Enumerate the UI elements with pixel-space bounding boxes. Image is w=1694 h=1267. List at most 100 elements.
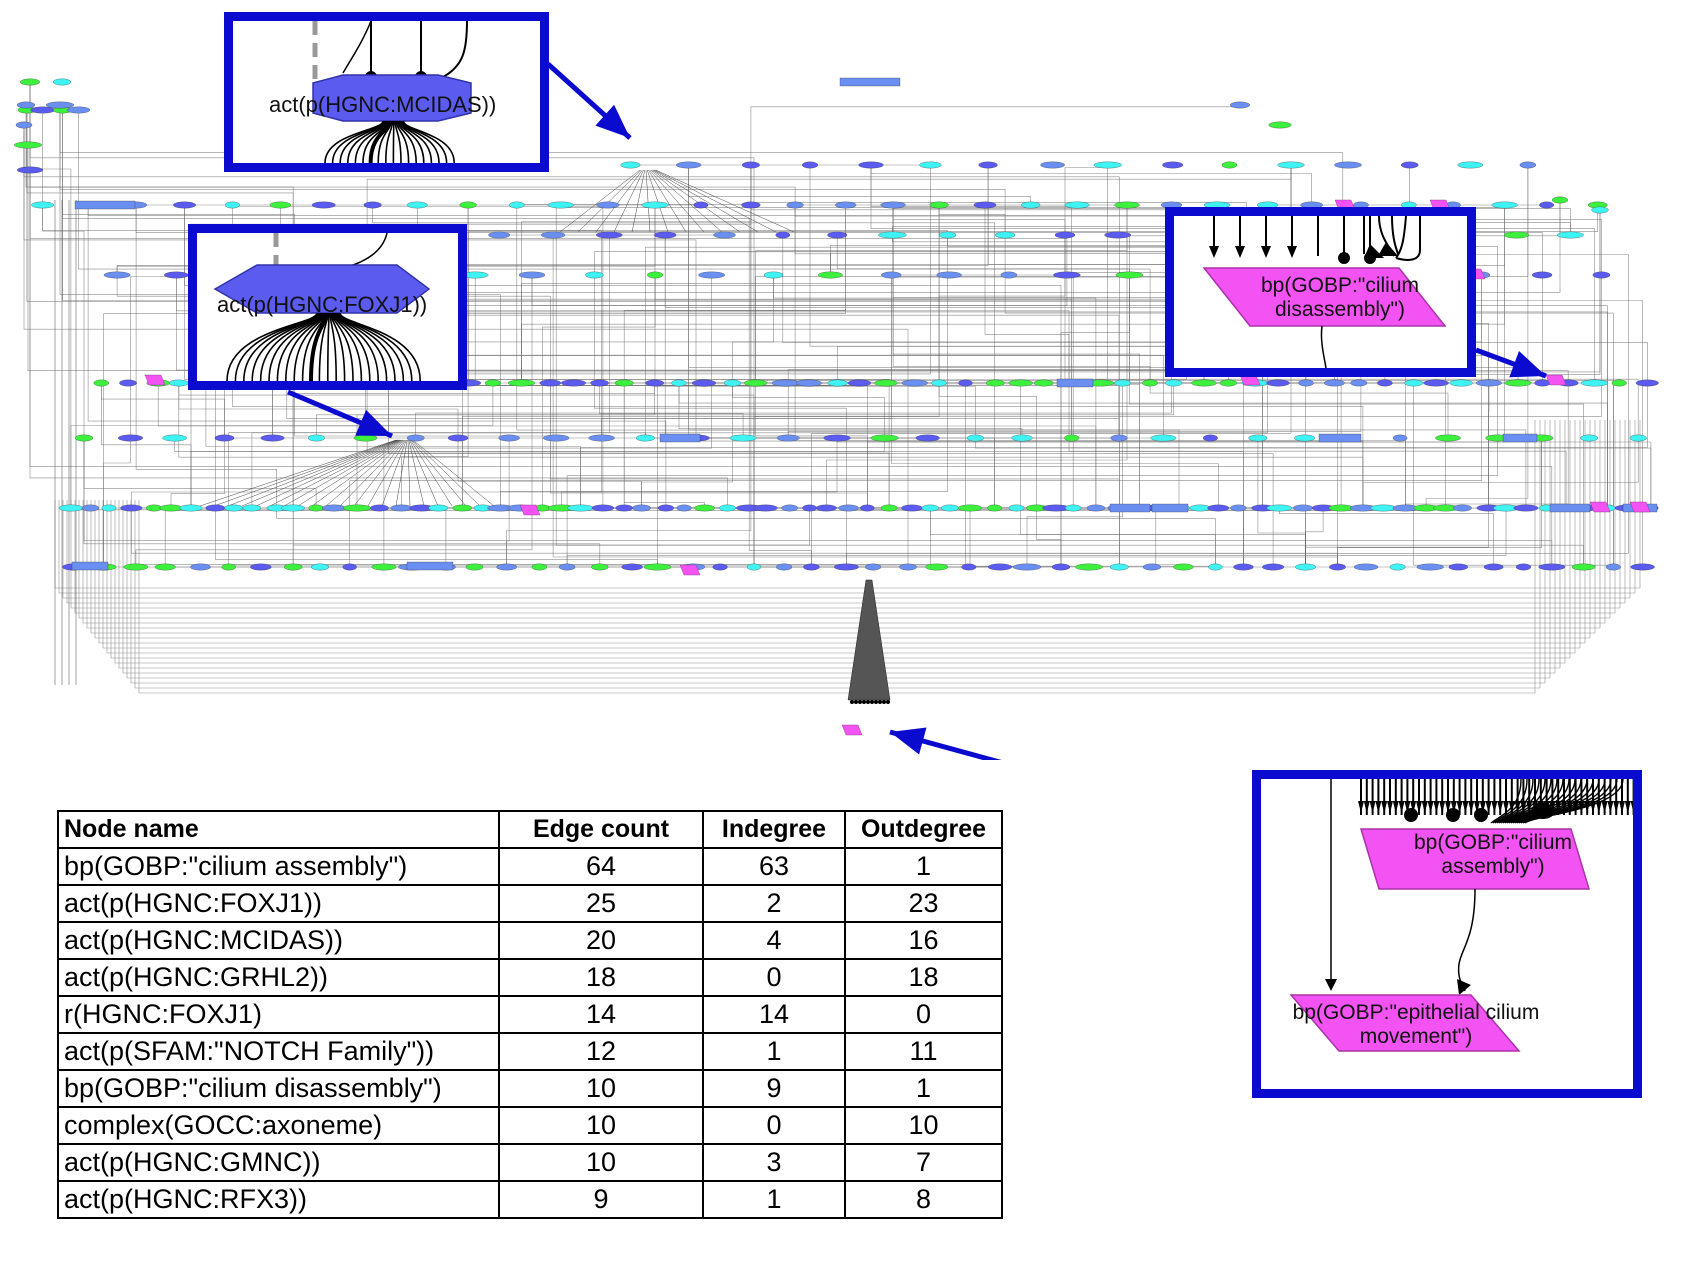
cell-edge-count: 12 (498, 1032, 704, 1071)
cilium-assembly-funnel (847, 579, 891, 704)
mcidas-out-edge (394, 120, 402, 163)
graph-edge (164, 508, 1427, 567)
graph-node (1457, 161, 1484, 169)
graph-edge (613, 169, 644, 233)
graph-node (802, 504, 817, 512)
graph-edge (870, 165, 1072, 438)
graph-edge (102, 420, 1581, 649)
graph-node-wide (71, 561, 109, 571)
graph-node (74, 434, 94, 442)
graph-node (723, 379, 742, 387)
graph-node (561, 379, 586, 387)
callout-arrow-mcidas-head (595, 104, 630, 138)
graph-edge (1064, 235, 1639, 438)
graph-node (938, 231, 957, 239)
graph-node (531, 563, 548, 571)
graph-edge (135, 275, 533, 567)
graph-edge (241, 439, 399, 507)
graph-node (1012, 563, 1042, 571)
graph-node (123, 563, 149, 571)
graph-node (647, 271, 664, 279)
graph-edge (836, 235, 1130, 275)
cell-edge-count: 20 (498, 921, 704, 960)
graph-edge (892, 165, 1410, 235)
graph-node (1000, 271, 1018, 279)
graph-node (547, 201, 574, 209)
graph-edge (269, 439, 401, 507)
cell-node-name: r(HGNC:FOXJ1) (57, 995, 500, 1034)
graph-node (880, 504, 898, 512)
cell-outdegree: 1 (844, 1069, 1003, 1108)
graph-node (795, 379, 822, 387)
graph-edge (135, 205, 277, 508)
cell-indegree: 0 (702, 958, 846, 997)
graph-edge (506, 165, 752, 567)
graph-edge (339, 439, 405, 507)
graph-node (1392, 434, 1408, 442)
zoom-box-mcidas: act(p(HGNC:MCIDAS)) (224, 12, 549, 172)
edge-inhibit-marker (886, 700, 890, 704)
graph-node (81, 504, 100, 512)
graph-node (1219, 379, 1238, 387)
graph-edge (372, 205, 995, 508)
table-header-row: Node name Edge count Indegree Outdegree (57, 810, 1003, 849)
edge-arrowhead (1450, 801, 1457, 813)
graph-edge (83, 438, 1553, 567)
graph-edge (773, 275, 1097, 508)
graph-node (698, 271, 726, 279)
edge-arrowhead (1503, 801, 1509, 813)
mcidas-out-edge (401, 120, 448, 163)
graph-node (880, 201, 906, 209)
graph-node (1064, 434, 1080, 442)
graph-node (1448, 563, 1468, 571)
graph-node (93, 379, 109, 387)
graph-node (838, 504, 859, 512)
graph-node (484, 379, 501, 387)
mcidas-out-edge (397, 120, 425, 163)
graph-node (1040, 161, 1065, 169)
graph-node (776, 434, 800, 442)
graph-edge (26, 110, 1306, 567)
graph-node (1423, 379, 1449, 387)
header-indegree: Indegree (702, 810, 846, 849)
graph-edge (1026, 383, 1123, 567)
graph-node (1293, 504, 1313, 512)
cell-node-name: act(p(HGNC:FOXJ1)) (57, 884, 500, 923)
graph-edge (678, 383, 1023, 438)
graph-edge (411, 439, 467, 507)
graph-node (428, 504, 449, 512)
graph-node (406, 434, 425, 442)
graph-edge (650, 169, 723, 233)
graph-node (242, 504, 262, 512)
edge-arrowhead (1358, 801, 1364, 813)
graph-node (1435, 434, 1461, 442)
foxj1-out-edge (318, 312, 329, 381)
graph-node (1110, 434, 1128, 442)
graph-edge (74, 420, 1616, 614)
mcidas-node-label: act(p(HGNC:MCIDAS)) (269, 92, 497, 117)
graph-node (753, 504, 778, 512)
graph-edge (580, 383, 1648, 508)
graph-node (496, 563, 517, 571)
graph-node (370, 504, 389, 512)
graph-node (931, 379, 947, 387)
graph-node (1162, 161, 1184, 169)
cell-edge-count: 18 (498, 958, 704, 997)
graph-node (1370, 504, 1397, 512)
foxj1-out-edge (327, 312, 330, 381)
graph-edge (29, 82, 796, 205)
cell-outdegree: 23 (844, 884, 1003, 923)
cell-node-name: bp(GOBP:"cilium disassembly") (57, 1069, 500, 1108)
graph-edge (90, 420, 1596, 634)
graph-node (1353, 563, 1379, 571)
graph-edge (1116, 508, 1306, 567)
graph-node (823, 434, 851, 442)
cell-node-name: act(p(SFAM:"NOTCH Family")) (57, 1032, 500, 1071)
graph-node (1539, 201, 1554, 209)
graph-node (1328, 504, 1354, 512)
